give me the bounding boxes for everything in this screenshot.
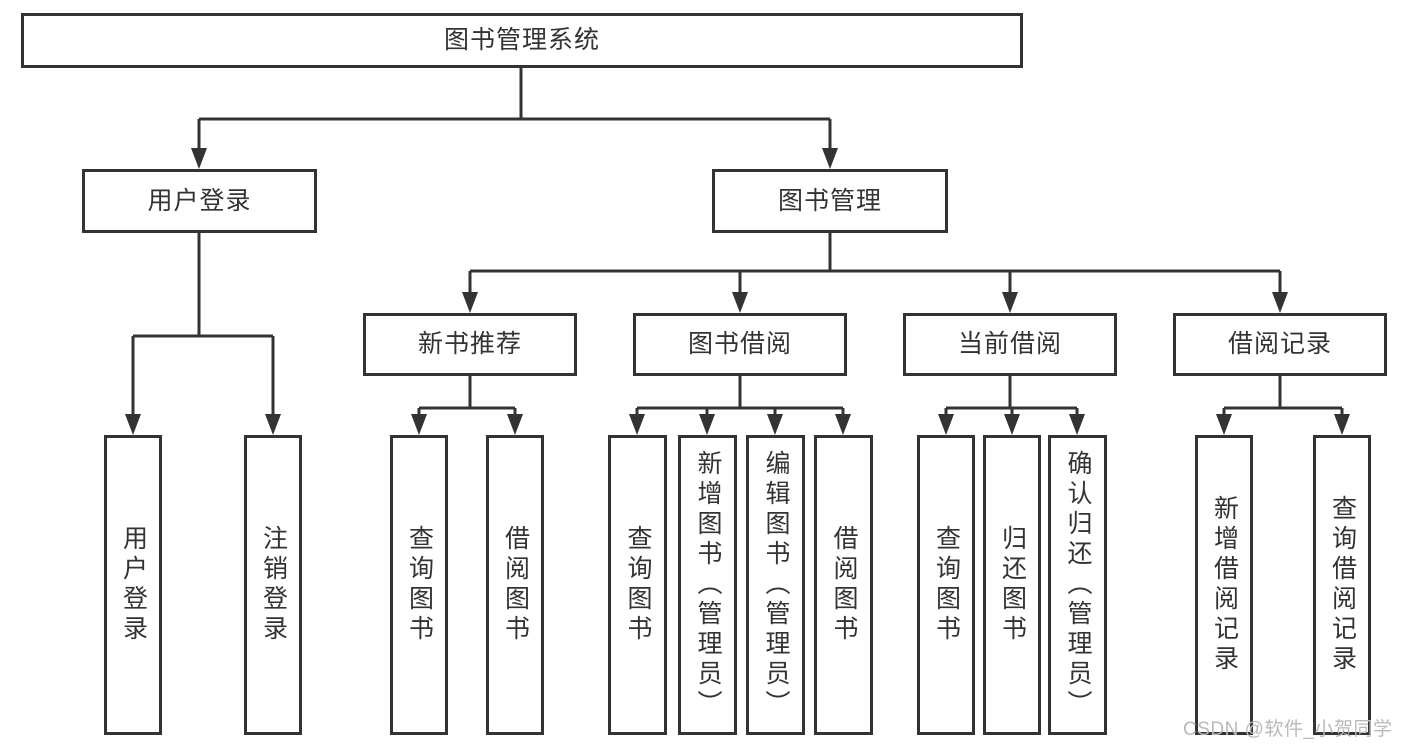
node-label: 归还图书 bbox=[998, 525, 1027, 645]
node-book-management: 图书管理 bbox=[712, 169, 948, 233]
node-label: 查询图书 bbox=[624, 525, 652, 645]
node-label: 查询图书 bbox=[932, 525, 961, 645]
node-book-borrowing: 图书借阅 bbox=[633, 313, 847, 376]
node-label: 借阅记录 bbox=[1227, 330, 1332, 358]
node-label: 借阅图书 bbox=[830, 525, 858, 645]
node-label: 查询图书 bbox=[405, 525, 434, 645]
leaf-cb-return-book: 归还图书 bbox=[983, 435, 1041, 735]
node-label: 借阅图书 bbox=[501, 525, 530, 645]
node-borrowing-records: 借阅记录 bbox=[1173, 313, 1387, 376]
node-label: 查询借阅记录 bbox=[1328, 495, 1357, 675]
leaf-bb-borrow-book: 借阅图书 bbox=[814, 435, 873, 735]
leaf-cb-query-book: 查询图书 bbox=[917, 435, 975, 735]
leaf-bb-edit-book-admin: 编辑图书（管理员） bbox=[746, 435, 805, 735]
node-label: 图书管理 bbox=[777, 186, 882, 215]
leaf-bb-add-book-admin: 新增图书（管理员） bbox=[678, 435, 737, 735]
node-user-login: 用户登录 bbox=[82, 169, 317, 233]
leaf-user-login: 用户登录 bbox=[104, 435, 162, 735]
leaf-cb-confirm-return-admin: 确认归还（管理员） bbox=[1048, 435, 1107, 735]
node-library-system: 图书管理系统 bbox=[21, 13, 1023, 68]
node-label: 用户登录 bbox=[147, 186, 252, 215]
node-label: 当前借阅 bbox=[957, 330, 1062, 358]
node-label: 图书管理系统 bbox=[443, 26, 600, 54]
leaf-logout: 注销登录 bbox=[244, 435, 302, 735]
node-current-borrowing: 当前借阅 bbox=[903, 313, 1117, 376]
node-label: 注销登录 bbox=[259, 525, 288, 645]
watermark: CSDN @软件_小贺同学 bbox=[1183, 719, 1393, 740]
node-label: 用户登录 bbox=[119, 525, 148, 645]
node-new-book-recommend: 新书推荐 bbox=[363, 313, 577, 376]
node-label: 确认归还（管理员） bbox=[1064, 450, 1092, 720]
leaf-bb-query-book: 查询图书 bbox=[608, 435, 667, 735]
leaf-nbr-borrow-book: 借阅图书 bbox=[486, 435, 544, 735]
node-label: 新增图书（管理员） bbox=[694, 450, 722, 720]
leaf-br-add-borrow-record: 新增借阅记录 bbox=[1195, 435, 1253, 735]
leaf-br-query-borrow-record: 查询借阅记录 bbox=[1313, 435, 1371, 735]
node-label: 新增借阅记录 bbox=[1210, 495, 1239, 675]
node-label: 编辑图书（管理员） bbox=[762, 450, 790, 720]
node-label: 图书借阅 bbox=[687, 330, 792, 358]
leaf-nbr-query-book: 查询图书 bbox=[390, 435, 448, 735]
node-label: 新书推荐 bbox=[417, 330, 522, 358]
